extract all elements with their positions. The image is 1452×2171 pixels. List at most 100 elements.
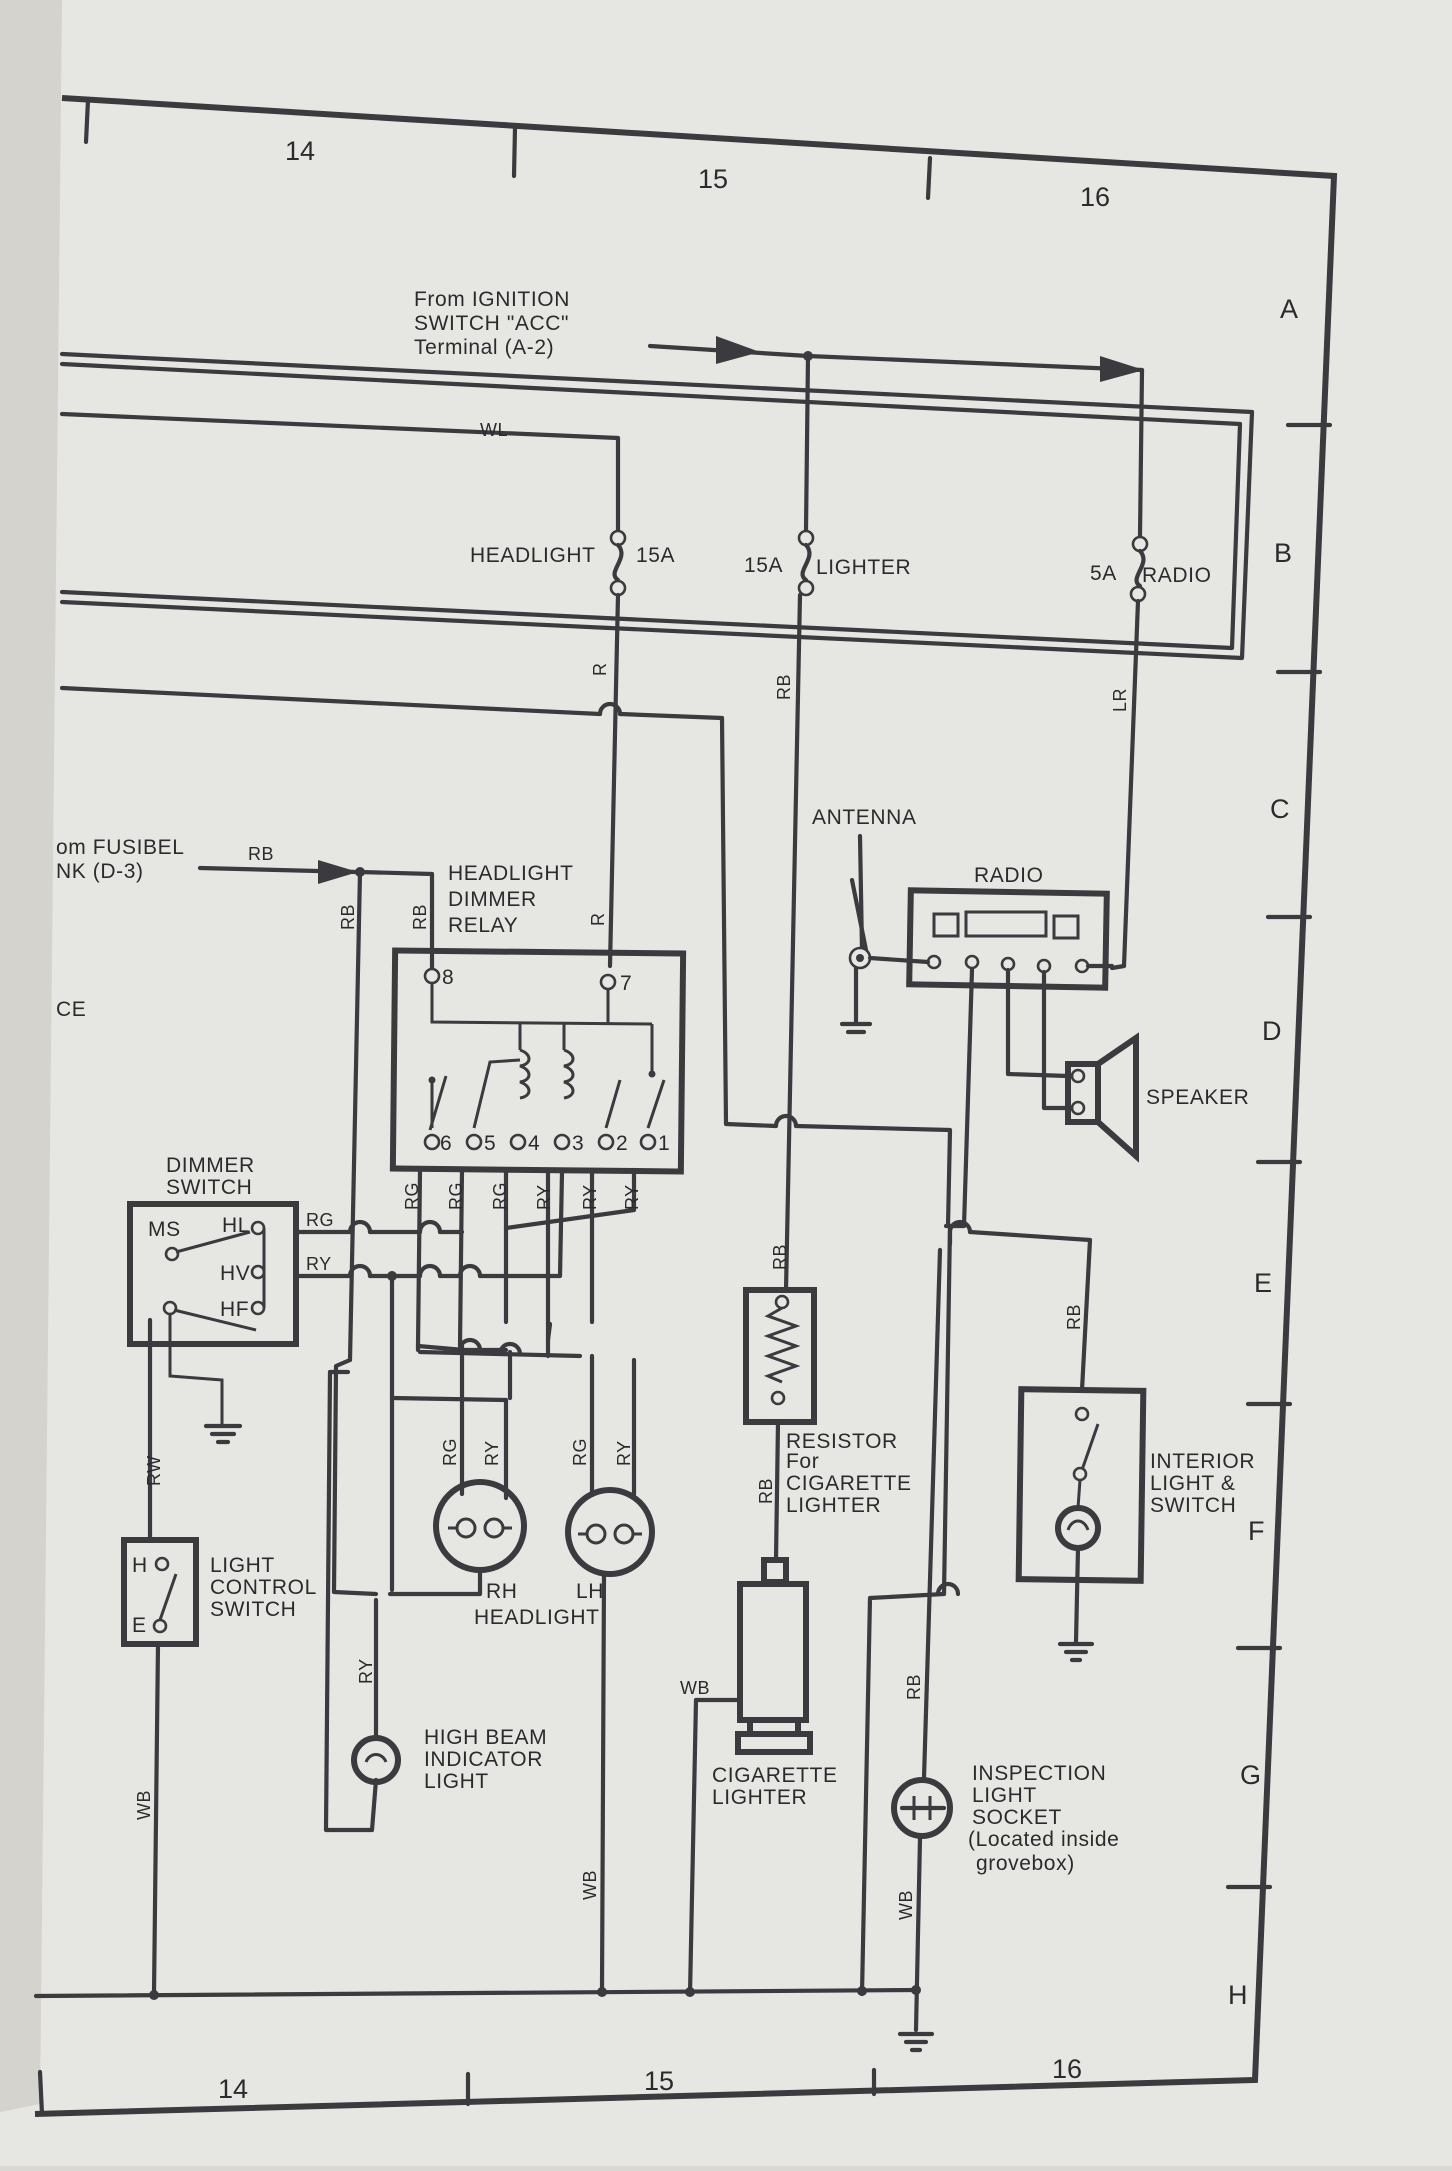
wire-wb-label-3: WB	[896, 1890, 916, 1920]
grid-row-c: C	[1270, 794, 1290, 824]
headlight-wiring: RG RY RG RY	[389, 1207, 637, 1593]
diagram-frame	[34, 95, 1338, 2117]
interior-label-1: INTERIOR	[1150, 1450, 1255, 1473]
relay-terminal-1: 1	[658, 1132, 670, 1155]
wire-wb-label-2: WB	[680, 1678, 710, 1698]
resistor-label-3: CIGARETTE	[786, 1472, 912, 1495]
grid-row-e: E	[1254, 1268, 1272, 1298]
grid-col-15-top: 15	[698, 164, 728, 194]
headlight-fuse-rating: 15A	[636, 544, 675, 567]
grid-row-f: F	[1248, 1516, 1265, 1546]
wire-wl-label: WL	[480, 420, 508, 440]
wire-rb-label-5: RB	[770, 1244, 790, 1270]
relay-label-3: RELAY	[448, 914, 518, 937]
wire-ry-label-4: RY	[306, 1254, 332, 1274]
wire-rg-label-2: RG	[446, 1182, 466, 1210]
wire-wb-label-4: WB	[580, 1870, 600, 1900]
light-ctrl-terminal-e: E	[132, 1614, 147, 1637]
inspect-label-1: INSPECTION	[972, 1762, 1106, 1785]
grid-col-16-top: 16	[1080, 182, 1110, 212]
fusible-link-feed: om FUSIBEL NK (D-3) CE RB RB RB R	[56, 836, 608, 1363]
interior-light-box	[1015, 1386, 1147, 1584]
wire-rb-label-2: RB	[248, 844, 274, 864]
headlight-dimmer-relay: HEADLIGHT DIMMER RELAY 8 7 6 5 4	[389, 862, 687, 1175]
from-fusible-label-2: NK (D-3)	[56, 860, 144, 883]
light-ctrl-label-3: SWITCH	[210, 1598, 296, 1621]
wire-ry-label-2: RY	[580, 1184, 600, 1210]
ignition-arrow-2	[1100, 356, 1144, 382]
radio-fuse-circuit: 5A RADIO LR	[1090, 367, 1212, 971]
dimmer-terminal-ms: MS	[148, 1218, 181, 1241]
inspection-light-socket: RB WB INSPECTION LIGHT SOCKET (Located i…	[859, 1223, 1119, 2053]
radio-fuse-rating: 5A	[1090, 562, 1117, 585]
wire-rg-label-4: RG	[306, 1210, 334, 1230]
ground-bus: WB	[33, 1870, 921, 2000]
relay-terminal-4: 4	[528, 1132, 540, 1155]
wire-r-label-2: R	[588, 913, 608, 927]
wire-ry-label-5: RY	[482, 1440, 502, 1466]
headlight-fuse-label: HEADLIGHT	[470, 544, 596, 567]
relay-box	[389, 947, 687, 1175]
relay-output-wires: RG RG RG RY RY RY	[402, 1167, 642, 1349]
lh-headlight: LH HEADLIGHT	[474, 1487, 655, 1993]
wire-ry-label-1: RY	[534, 1184, 554, 1210]
wire-rb-label-6: RB	[756, 1478, 776, 1504]
fuse-block-frame	[59, 351, 1255, 661]
from-fusible-label-1: om FUSIBEL	[56, 836, 185, 859]
cig-label-2: LIGHTER	[712, 1786, 807, 1809]
cig-label-1: CIGARETTE	[712, 1764, 838, 1787]
resistor-label-1: RESISTOR	[786, 1430, 898, 1453]
dimmer-label-2: SWITCH	[166, 1176, 252, 1199]
wire-rw-label: RW	[144, 1455, 164, 1486]
wire-ry-label-3: RY	[622, 1184, 642, 1210]
interior-label-3: SWITCH	[1150, 1494, 1236, 1517]
wire-rb-label-4: RB	[410, 904, 430, 930]
inspect-label-2: LIGHT	[972, 1784, 1037, 1807]
rh-headlight: RH	[387, 1479, 527, 1603]
grid-row-g: G	[1240, 1760, 1261, 1790]
cigarette-resistor: RB RB RESISTOR For CIGARETTE LIGHTER	[743, 1244, 912, 1563]
resistor-label-4: LIGHTER	[786, 1494, 881, 1517]
fusible-arrow	[318, 860, 358, 884]
grid-row-d: D	[1262, 1016, 1282, 1046]
relay-terminal-3: 3	[572, 1132, 584, 1155]
inspect-label-3: SOCKET	[972, 1806, 1062, 1829]
wire-r-label-1: R	[590, 663, 610, 677]
radio-fuse-label: RADIO	[1142, 564, 1212, 587]
interior-label-2: LIGHT &	[1150, 1472, 1236, 1495]
grid-col-16-bottom: 16	[1052, 2054, 1082, 2084]
relay-label-2: DIMMER	[448, 888, 537, 911]
resistor-label-2: For	[786, 1450, 819, 1473]
wire-ry-label-7: RY	[356, 1658, 376, 1684]
wire-rb-label-7: RB	[1064, 1304, 1084, 1330]
dimmer-terminal-hf: HF	[220, 1298, 249, 1321]
grid-col-15-bottom: 15	[644, 2066, 674, 2096]
dimmer-terminal-hl: HL	[222, 1214, 250, 1237]
light-ctrl-label-1: LIGHT	[210, 1554, 275, 1577]
radio-label: RADIO	[974, 864, 1044, 887]
high-beam-label-2: INDICATOR	[424, 1748, 543, 1771]
light-ctrl-label-2: CONTROL	[210, 1576, 317, 1599]
wire-rg-label-5: RG	[440, 1438, 460, 1466]
wire-rb-label-8: RB	[904, 1674, 924, 1700]
wire-rg-label-1: RG	[402, 1182, 422, 1210]
headlight-lh-label: LH	[576, 1580, 604, 1603]
from-ignition-label-2: SWITCH "ACC"	[414, 312, 569, 335]
wire-rg-label-3: RG	[490, 1182, 510, 1210]
relay-terminal-6: 6	[440, 1132, 452, 1155]
wire-lr-label: LR	[1110, 688, 1130, 712]
cigarette-lighter: WB CIGARETTE LIGHTER	[680, 1557, 838, 1997]
grid-col-14-bottom: 14	[218, 2074, 248, 2104]
relay-label-1: HEADLIGHT	[448, 862, 574, 885]
relay-terminal-2: 2	[616, 1132, 628, 1155]
antenna-label: ANTENNA	[812, 806, 917, 829]
light-ctrl-terminal-h: H	[132, 1554, 148, 1577]
headlight-label: HEADLIGHT	[474, 1606, 600, 1629]
high-beam-label-3: LIGHT	[424, 1770, 489, 1793]
grid-column-labels: 14 15 16 14 15 16	[218, 136, 1110, 2104]
grid-row-b: B	[1274, 538, 1292, 568]
high-beam-label-1: HIGH BEAM	[424, 1726, 547, 1749]
relay-terminal-7: 7	[620, 972, 632, 995]
